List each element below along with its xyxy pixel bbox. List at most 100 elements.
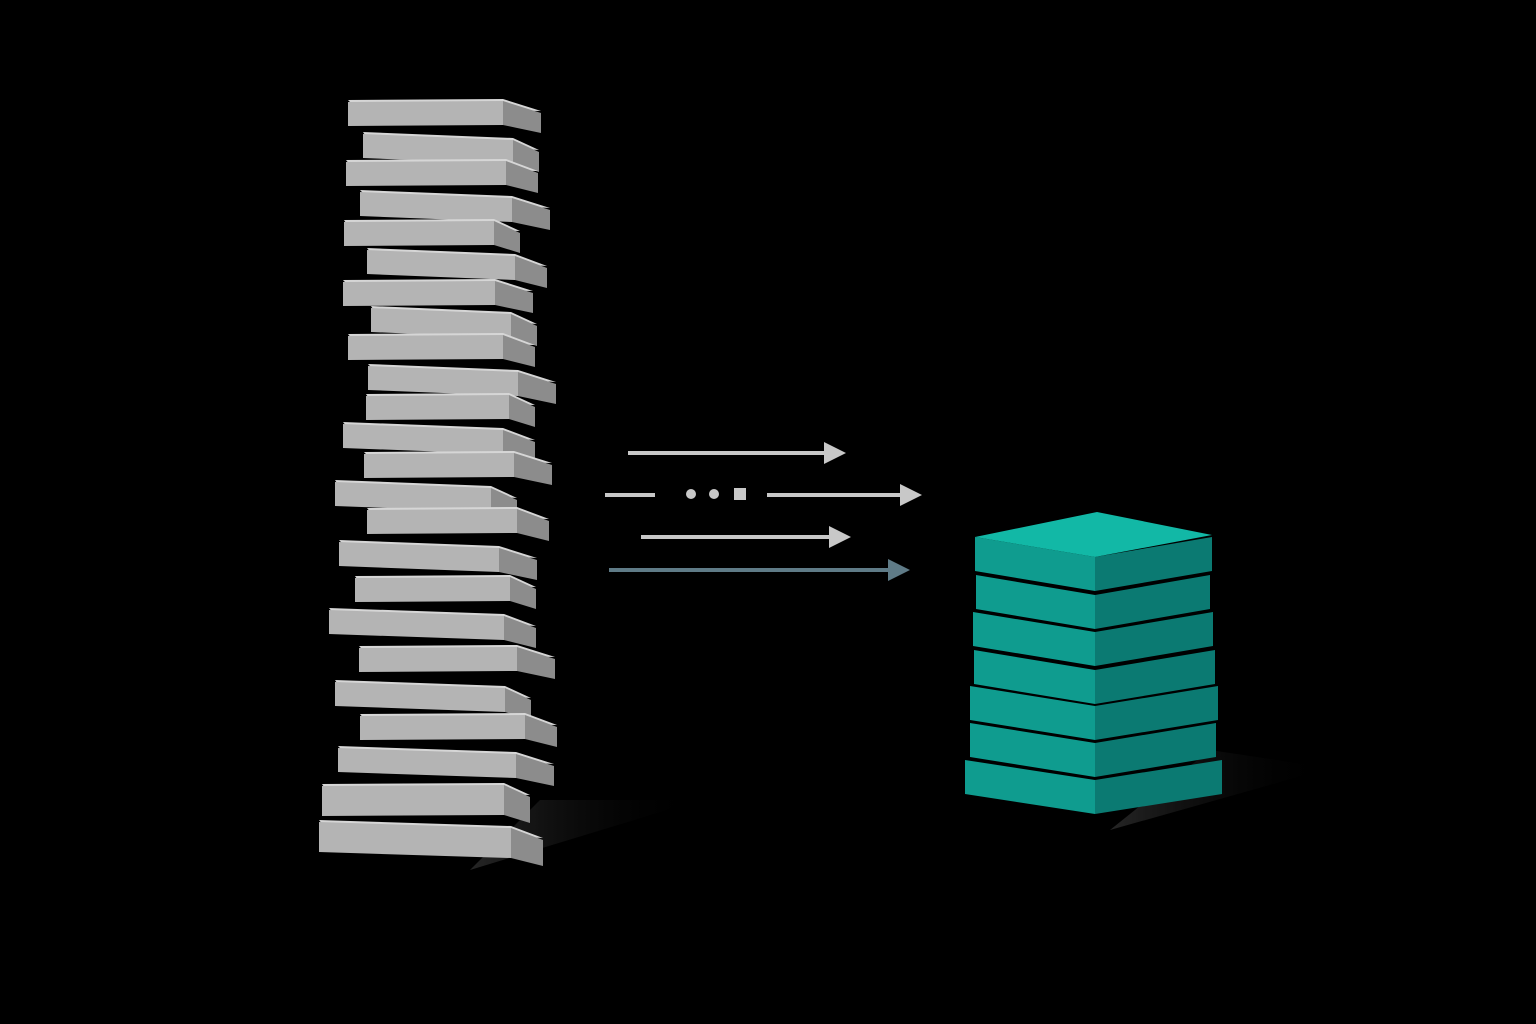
slab-front bbox=[364, 453, 514, 478]
slab-front bbox=[355, 577, 510, 602]
gray-slab bbox=[359, 645, 555, 679]
slab-front bbox=[335, 682, 505, 712]
slab-side bbox=[517, 647, 555, 679]
gray-slab bbox=[367, 507, 549, 541]
slab-side bbox=[1095, 537, 1212, 591]
slab-side bbox=[510, 577, 536, 609]
slab-front bbox=[973, 612, 1095, 666]
slab-front bbox=[366, 395, 509, 420]
gray-slab bbox=[346, 159, 538, 193]
gray-slab bbox=[368, 364, 556, 404]
arrow-right-icon bbox=[641, 526, 851, 548]
slab-front bbox=[319, 822, 511, 858]
arrow-right-icon bbox=[609, 559, 910, 581]
gray-slab bbox=[335, 680, 531, 720]
messy-stack bbox=[319, 99, 557, 866]
slab-front bbox=[367, 250, 515, 280]
slab-side bbox=[517, 509, 549, 541]
slab-front bbox=[329, 610, 504, 640]
slab-front bbox=[322, 785, 504, 816]
slab-side bbox=[515, 256, 547, 288]
gray-slab bbox=[364, 451, 552, 485]
slab-front bbox=[346, 161, 506, 186]
teal-slab bbox=[973, 612, 1213, 666]
gray-slab bbox=[338, 746, 554, 786]
gray-slab bbox=[335, 480, 517, 520]
stack-top-face bbox=[975, 512, 1212, 557]
slab-side bbox=[514, 453, 552, 485]
gray-slab bbox=[348, 99, 541, 133]
gray-slab bbox=[363, 132, 539, 172]
slab-front bbox=[976, 575, 1095, 629]
gray-slab bbox=[366, 393, 535, 427]
gray-slab bbox=[344, 219, 520, 253]
slab-front bbox=[343, 281, 495, 306]
arrow-right-icon bbox=[628, 442, 846, 464]
ellipsis-icon bbox=[686, 488, 746, 500]
slab-front bbox=[368, 366, 518, 396]
slab-side bbox=[511, 314, 537, 346]
slab-side bbox=[1095, 760, 1222, 814]
teal-slab bbox=[970, 723, 1216, 777]
slab-front bbox=[367, 509, 517, 534]
slab-side bbox=[518, 372, 556, 404]
slab-front bbox=[970, 686, 1095, 740]
gray-slab bbox=[348, 333, 535, 367]
slab-front bbox=[344, 221, 494, 246]
slab-side bbox=[1095, 723, 1216, 777]
slab-side bbox=[504, 616, 536, 648]
slab-front bbox=[348, 101, 503, 126]
slab-side bbox=[1095, 612, 1213, 666]
gray-slab bbox=[355, 575, 536, 609]
teal-slab bbox=[974, 650, 1215, 704]
gray-slab bbox=[339, 540, 537, 580]
slab-front bbox=[965, 760, 1095, 814]
slab-side bbox=[512, 198, 550, 230]
slab-front bbox=[975, 537, 1095, 591]
gray-slab bbox=[367, 248, 547, 288]
slab-side bbox=[1095, 650, 1215, 704]
slab-side bbox=[499, 548, 537, 580]
slab-side bbox=[511, 828, 543, 866]
slab-front bbox=[359, 647, 517, 672]
slab-side bbox=[1095, 686, 1218, 740]
slab-side bbox=[506, 161, 538, 193]
slab-side bbox=[495, 281, 533, 313]
slab-side bbox=[494, 221, 520, 253]
slab-front bbox=[339, 542, 499, 572]
slab-side bbox=[505, 688, 531, 720]
gray-slab bbox=[371, 306, 537, 346]
slab-side bbox=[509, 395, 535, 427]
slab-side bbox=[503, 335, 535, 367]
slab-side bbox=[504, 785, 530, 823]
teal-slab bbox=[970, 686, 1218, 740]
arrows-group bbox=[605, 442, 922, 581]
slab-front bbox=[970, 723, 1095, 777]
teal-slab bbox=[975, 537, 1212, 591]
slab-front bbox=[343, 424, 503, 454]
gray-slab bbox=[360, 190, 550, 230]
gray-slab bbox=[329, 608, 536, 648]
slab-front bbox=[360, 715, 525, 740]
slab-front bbox=[338, 748, 516, 778]
gray-slab bbox=[343, 279, 533, 313]
slab-side bbox=[516, 754, 554, 786]
gray-slab bbox=[322, 783, 530, 823]
slab-front bbox=[363, 134, 513, 164]
neat-stack bbox=[965, 512, 1222, 814]
slab-front bbox=[974, 650, 1095, 704]
slab-front bbox=[360, 192, 512, 222]
slab-side bbox=[525, 715, 557, 747]
slab-side bbox=[503, 101, 541, 133]
slab-front bbox=[335, 482, 491, 512]
arrow-right-icon bbox=[767, 484, 922, 506]
slab-side bbox=[1095, 575, 1210, 629]
teal-slab bbox=[976, 575, 1210, 629]
slab-side bbox=[513, 140, 539, 172]
slab-front bbox=[371, 308, 511, 338]
slab-front bbox=[348, 335, 503, 360]
gray-slab bbox=[319, 820, 543, 866]
teal-slab bbox=[965, 760, 1222, 814]
gray-slab bbox=[360, 713, 557, 747]
